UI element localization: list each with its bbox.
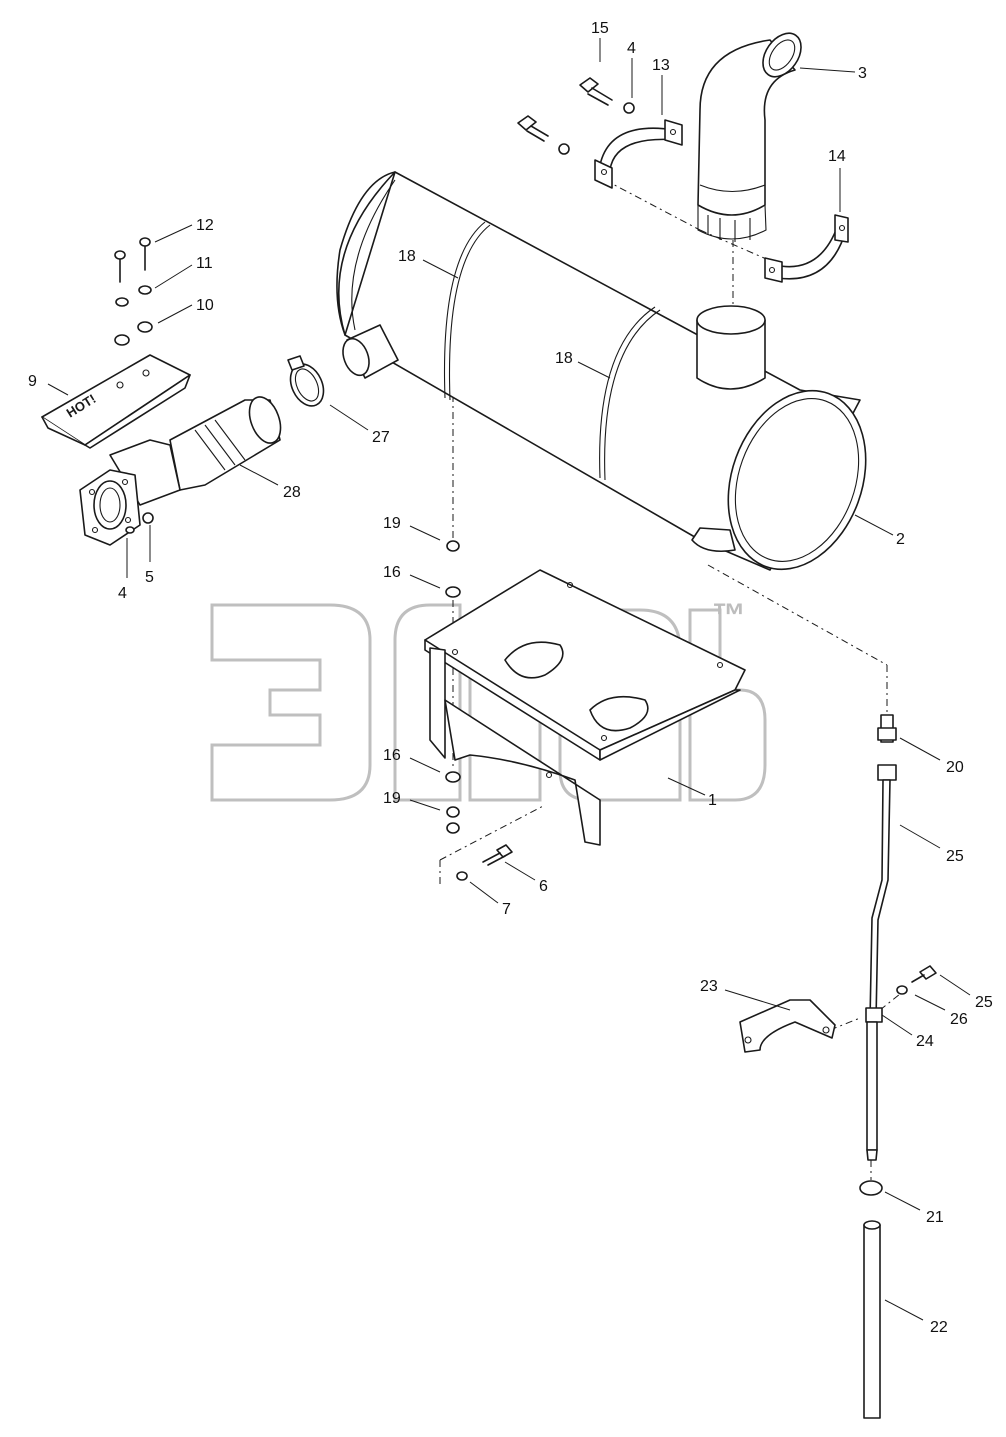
clamp-lower: [764, 214, 849, 283]
callout-4-lower: 4: [118, 585, 127, 602]
callout-21: 21: [926, 1209, 944, 1226]
callout-25-lower: 25: [975, 994, 993, 1011]
callout-7: 7: [502, 901, 511, 918]
callout-25-upper: 25: [946, 848, 964, 865]
muffler-mount-bracket: [424, 569, 746, 846]
callout-24: 24: [916, 1033, 934, 1050]
assembly-centerlines: [439, 179, 906, 1180]
band-clamp: [287, 355, 325, 407]
callout-2: 2: [896, 531, 905, 548]
bolts-top: [517, 77, 635, 155]
callout-18-left: 18: [398, 248, 416, 265]
callout-19-lower: 19: [383, 790, 401, 807]
clamp-upper: [594, 119, 683, 189]
callout-22: 22: [930, 1319, 948, 1336]
drain-tube-assembly: [739, 714, 937, 1419]
callout-18-right: 18: [555, 350, 573, 367]
callout-9: 9: [28, 373, 37, 390]
callout-5: 5: [145, 569, 154, 586]
callout-27: 27: [372, 429, 390, 446]
callout-13: 13: [652, 57, 670, 74]
callout-12: 12: [196, 217, 214, 234]
bracket-fasteners: [445, 540, 513, 881]
flex-pipe-assembly: [79, 396, 282, 546]
callout-11: 11: [196, 255, 213, 272]
callout-20: 20: [946, 759, 964, 776]
callout-19-upper: 19: [383, 515, 401, 532]
muffler: [336, 171, 867, 571]
callout-16-upper: 16: [383, 564, 401, 581]
callout-3: 3: [858, 65, 867, 82]
callout-labels: 15 4 13 3 14 12 11 10 9 18 18 27 28 4 5 …: [28, 20, 993, 1336]
watermark-trademark: ™: [712, 597, 746, 635]
exhaust-stack: [697, 32, 802, 242]
callout-4: 4: [627, 40, 636, 57]
callout-15: 15: [591, 20, 609, 37]
callout-6: 6: [539, 878, 548, 895]
callout-1: 1: [708, 792, 717, 809]
callout-23: 23: [700, 978, 718, 995]
callout-10: 10: [196, 297, 214, 314]
callout-16-lower: 16: [383, 747, 401, 764]
heat-shield: HOT!: [41, 354, 191, 449]
leader-lines: [47, 38, 971, 1321]
callout-14: 14: [828, 148, 846, 165]
hardware-stack-10-12: [114, 237, 153, 346]
callout-26: 26: [950, 1011, 968, 1028]
callout-28: 28: [283, 484, 301, 501]
